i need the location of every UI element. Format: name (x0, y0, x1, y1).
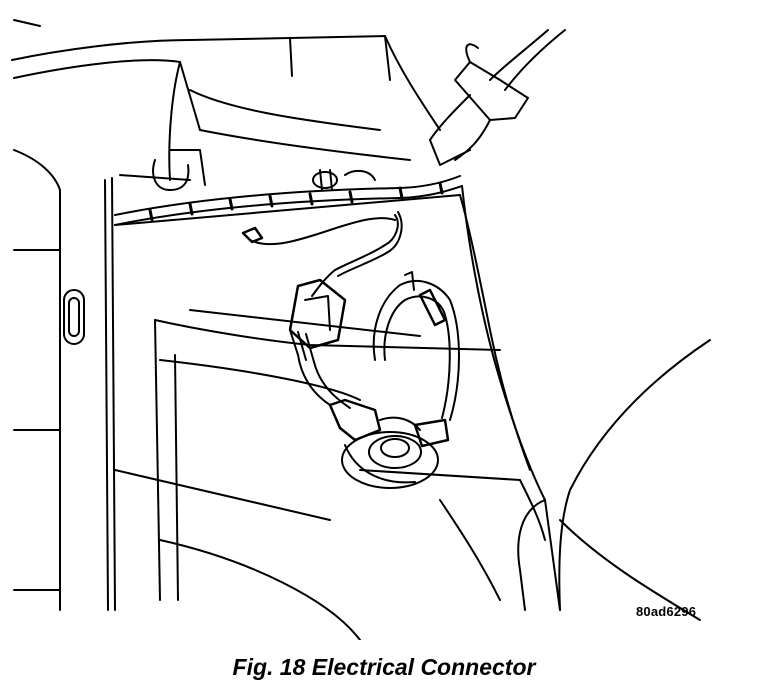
floor-pan (114, 194, 546, 640)
electrical-connector (241, 211, 460, 448)
right-trim-panel (461, 185, 711, 621)
floor-wire-harness (114, 175, 463, 226)
harness-clip (312, 169, 376, 191)
upper-bulkhead (119, 35, 441, 191)
figure-reference-code: 80ad6296 (636, 604, 697, 619)
electrical-connector-illustration (11, 19, 711, 640)
seat-belt (429, 29, 566, 166)
left-body-panel (11, 19, 291, 611)
figure-caption: Fig. 18 Electrical Connector (232, 654, 536, 680)
floor-grommet (341, 431, 439, 489)
